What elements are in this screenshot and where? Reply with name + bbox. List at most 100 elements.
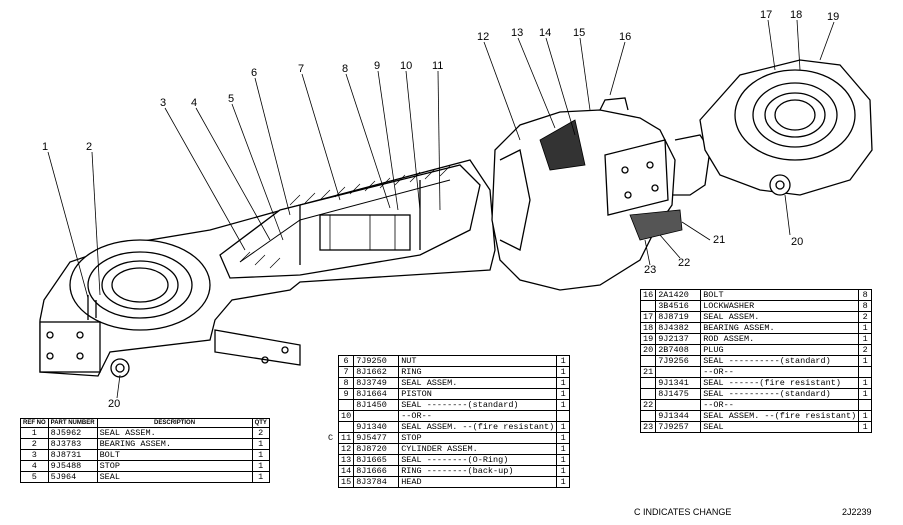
change-mark [326,378,339,389]
change-note: C INDICATES CHANGE [634,507,732,517]
part-number-cell: 7J9250 [353,355,400,367]
part-number-cell: 8J1666 [353,465,400,477]
callout-17: 17 [760,9,772,21]
qty-cell: 1 [556,377,571,389]
qty-cell [858,399,873,411]
change-mark [326,411,339,422]
callout-22: 22 [678,257,690,269]
description-cell: BOLT [700,289,860,301]
ref-cell: 14 [337,465,355,477]
part-number-cell: 8J8731 [47,449,98,461]
description-cell: SEAL --------(standard) [398,399,558,411]
qty-cell: 1 [251,438,270,450]
description-cell: SEAL ASSEM. [96,427,253,439]
description-cell: SEAL [96,471,253,483]
ref-cell [639,410,657,422]
description-cell: HEAD [398,476,558,488]
callout-6: 6 [251,67,257,79]
callout-11: 11 [432,60,443,72]
ref-cell [639,377,657,389]
qty-cell: 1 [556,399,571,411]
ref-cell: 19 [639,333,657,345]
part-number-cell: 9J5477 [353,432,400,444]
table-row: 10--OR-- [326,410,571,422]
callout-9: 9 [374,60,380,72]
ref-cell: 1 [20,427,49,439]
table-row: 21--OR-- [639,366,873,378]
ref-cell: 8 [337,377,355,389]
col-ref: REF NO [20,418,49,428]
qty-cell: 1 [858,410,873,422]
change-mark [326,477,339,488]
qty-cell: 2 [251,427,270,439]
qty-cell: 2 [858,311,873,323]
ref-cell: 13 [337,454,355,466]
ref-cell: 10 [337,410,355,422]
ref-cell: 11 [337,432,355,444]
part-number-cell: 7J9256 [655,355,702,367]
qty-cell: 1 [556,454,571,466]
callout-23: 23 [644,264,656,276]
drawing-number: 2J2239 [842,507,872,517]
description-cell: SEAL ASSEM. [398,377,558,389]
qty-cell: 1 [858,355,873,367]
description-cell: RING --------(back-up) [398,465,558,477]
ref-cell: 18 [639,322,657,334]
change-mark [326,367,339,378]
part-number-cell: 8J1665 [353,454,400,466]
ref-cell: 7 [337,366,355,378]
part-number-cell: 2A1420 [655,289,702,301]
callout-20-right: 20 [791,236,803,248]
description-cell: SEAL [700,421,860,433]
ref-cell: 22 [639,399,657,411]
qty-cell: 1 [858,388,873,400]
ref-cell: 21 [639,366,657,378]
change-mark [326,422,339,433]
qty-cell: 8 [858,289,873,301]
part-number-cell: 9J1340 [353,421,400,433]
col-description: DESCRIPTION [96,418,253,428]
description-cell: LOCKWASHER [700,300,860,312]
qty-cell [858,366,873,378]
qty-cell: 1 [556,432,571,444]
ref-cell: 9 [337,388,355,400]
qty-cell: 1 [556,355,571,367]
part-number-cell: 8J4382 [655,322,702,334]
description-cell: SEAL ASSEM. [700,311,860,323]
part-number-cell: 3B4516 [655,300,702,312]
description-cell: SEAL ASSEM. --(fire resistant) [398,421,558,433]
description-cell: STOP [96,460,253,472]
ref-cell: 17 [639,311,657,323]
part-number-cell: 8J3784 [353,476,400,488]
part-number-cell: 8J1664 [353,388,400,400]
change-mark [326,444,339,455]
qty-cell: 1 [556,366,571,378]
ref-cell [639,300,657,312]
callout-1: 1 [42,141,48,153]
qty-cell: 8 [858,300,873,312]
ref-cell: 6 [337,355,355,367]
change-mark: C [328,433,334,443]
ref-cell: 23 [639,421,657,433]
ref-cell: 2 [20,438,49,450]
description-cell: BEARING ASSEM. [96,438,253,450]
part-number-cell: 8J1662 [353,366,400,378]
part-number-cell: 9J1341 [655,377,702,389]
